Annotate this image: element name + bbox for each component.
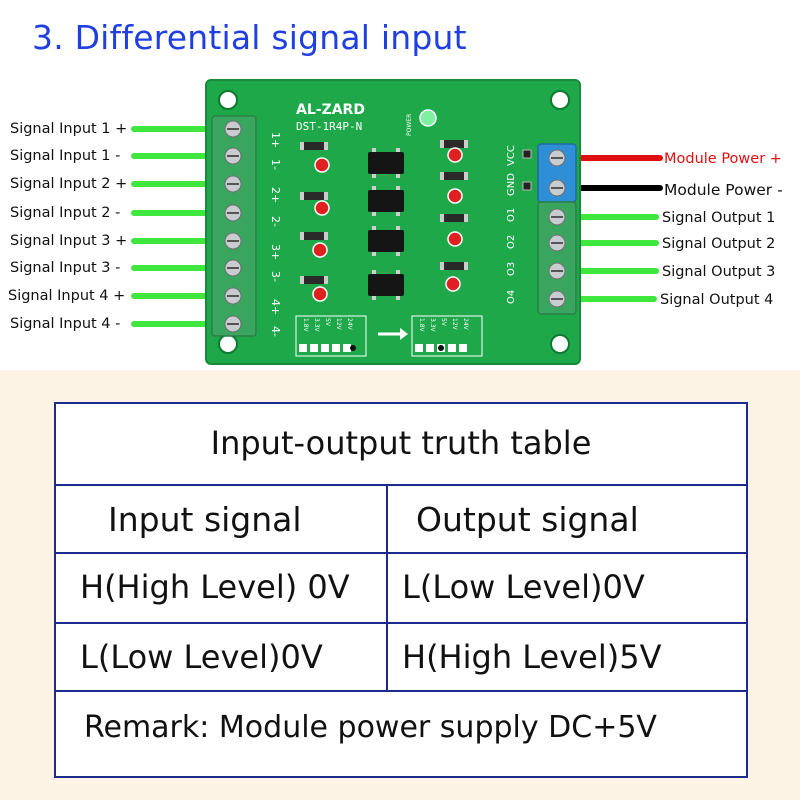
pin-label: 3- xyxy=(269,271,282,282)
signal-input-3-minus-label: Signal Input 3 - xyxy=(10,260,121,276)
power-led xyxy=(419,109,437,127)
module-power-plus-label: Module Power + xyxy=(664,151,782,167)
pin-label: 3+ xyxy=(269,244,282,260)
page-title: 3. Differential signal input xyxy=(32,18,467,57)
pin-label: 2+ xyxy=(269,187,282,203)
table-divider xyxy=(56,622,746,624)
pin-label: VCC xyxy=(506,145,517,166)
table-divider xyxy=(56,690,746,692)
pin-label: 1+ xyxy=(269,132,282,148)
voltage-option: 3.3V xyxy=(429,318,436,333)
pcb-board xyxy=(205,79,581,365)
input-leds xyxy=(300,142,330,302)
optocoupler-chips xyxy=(368,148,404,300)
model-text: DST-1R4P-N xyxy=(296,120,362,133)
table-divider xyxy=(56,552,746,554)
pin-label: O4 xyxy=(506,290,517,304)
table-column-divider xyxy=(386,484,388,692)
voltage-option: 5V xyxy=(440,318,447,327)
pin-label: 4+ xyxy=(269,299,282,315)
power-led-label: POWER xyxy=(406,114,413,136)
voltage-option: 3.3V xyxy=(313,318,320,333)
module-diagram: AL-ZARD DST-1R4P-N POWER 1+ 1- 2+ 2- 3+ … xyxy=(131,79,663,365)
voltage-option: 12V xyxy=(451,318,458,331)
header-pins xyxy=(522,149,532,191)
output-terminal-block xyxy=(537,201,577,315)
input-wires xyxy=(131,126,217,327)
table-cell-row1-output: L(Low Level)0V xyxy=(402,568,645,606)
module-power-minus-label: Module Power - xyxy=(664,181,783,199)
voltage-selector-right: 1.8V 3.3V 5V 12V 24V xyxy=(411,315,483,357)
signal-output-1-label: Signal Output 1 xyxy=(662,210,776,226)
table-cell-row1-input: H(High Level) 0V xyxy=(80,568,350,606)
remark-text: Remark: Module power supply DC+5V xyxy=(84,710,657,745)
pin-label: O1 xyxy=(506,208,517,222)
signal-output-4-label: Signal Output 4 xyxy=(660,292,774,308)
pin-label: GND xyxy=(506,173,517,196)
signal-input-2-minus-label: Signal Input 2 - xyxy=(10,205,121,221)
signal-input-3-plus-label: Signal Input 3 + xyxy=(10,233,128,249)
table-cell-row2-output: H(High Level)5V xyxy=(402,638,662,676)
signal-input-2-plus-label: Signal Input 2 + xyxy=(10,176,128,192)
output-signal-header: Output signal xyxy=(416,500,639,539)
voltage-option: 1.8V xyxy=(418,318,425,333)
arrow-icon xyxy=(378,328,408,340)
signal-input-1-minus-label: Signal Input 1 - xyxy=(10,148,121,164)
table-cell-row2-input: L(Low Level)0V xyxy=(80,638,323,676)
output-wires xyxy=(575,214,659,302)
signal-output-3-label: Signal Output 3 xyxy=(662,264,776,280)
input-signal-header: Input signal xyxy=(108,500,302,539)
input-terminal-screws xyxy=(224,120,242,333)
input-terminal-block xyxy=(211,115,257,337)
truth-table-title: Input-output truth table xyxy=(210,424,592,462)
mounting-holes xyxy=(218,90,570,354)
output-terminal-screws xyxy=(548,149,566,308)
voltage-selector-left: 1.8V 3.3V 5V 12V 24V xyxy=(295,315,367,357)
pin-label: 1- xyxy=(269,159,282,170)
signal-input-4-plus-label: Signal Input 4 + xyxy=(8,288,126,304)
output-pin-labels: VCC GND O1 O2 O3 O4 xyxy=(506,145,517,304)
voltage-option: 5V xyxy=(324,318,331,327)
signal-input-4-minus-label: Signal Input 4 - xyxy=(10,316,121,332)
voltage-option: 1.8V xyxy=(302,318,309,333)
signal-output-2-label: Signal Output 2 xyxy=(662,236,776,252)
voltage-option: 24V xyxy=(462,318,469,331)
input-pin-labels: 1+ 1- 2+ 2- 3+ 3- 4+ 4- xyxy=(269,132,282,337)
pin-label: 2- xyxy=(269,216,282,227)
pin-label: O3 xyxy=(506,262,517,276)
table-divider xyxy=(56,484,746,486)
output-leds xyxy=(440,140,468,292)
voltage-option: 12V xyxy=(335,318,342,331)
brand-text: AL-ZARD xyxy=(296,102,365,118)
truth-table: Input-output truth table Input signal Ou… xyxy=(54,402,748,778)
pin-label: 4- xyxy=(269,326,282,337)
signal-input-1-plus-label: Signal Input 1 + xyxy=(10,121,128,137)
pin-label: O2 xyxy=(506,235,517,249)
voltage-option: 24V xyxy=(346,318,353,331)
